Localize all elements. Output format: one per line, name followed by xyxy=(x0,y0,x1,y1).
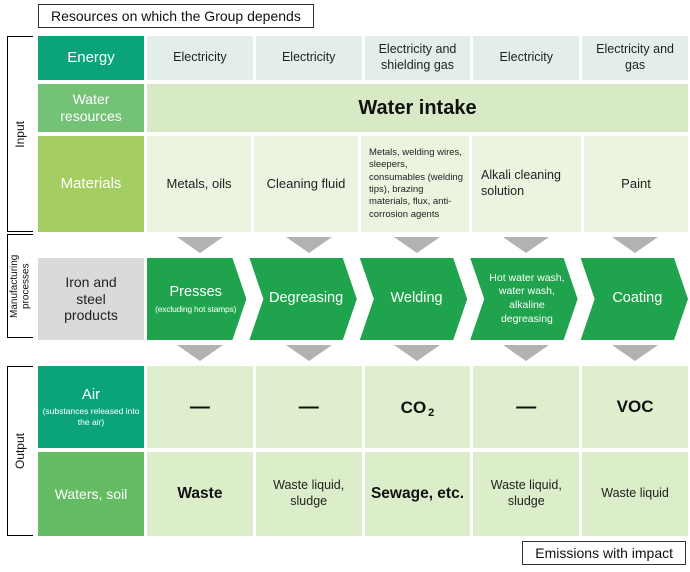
process-step-washing: Hot water wash, water wash, alkaline deg… xyxy=(470,258,577,340)
energy-cell-3: Electricity and shielding gas xyxy=(364,36,471,80)
process-step-welding: Welding xyxy=(360,258,467,340)
process-step-degreasing: Degreasing xyxy=(249,258,356,340)
waters-row: Waters, soil Waste Waste liquid, sludge … xyxy=(38,452,688,536)
input-to-process-arrows xyxy=(38,232,688,258)
down-arrow-icon xyxy=(176,237,223,253)
process-step-label: Hot water wash, water wash, alkaline deg… xyxy=(489,271,565,325)
voc-text: VOC xyxy=(616,397,654,417)
water-header: Water resources xyxy=(38,84,144,132)
air-row: Air (substances released into the air) —… xyxy=(38,366,688,448)
air-cell-2: — xyxy=(255,366,362,448)
waters-cell-5: Waste liquid xyxy=(582,452,688,536)
side-label-input-text: Input xyxy=(12,120,27,148)
process-to-output-arrows xyxy=(38,340,688,366)
air-cell-1: — xyxy=(147,366,253,448)
process-step-presses: Presses (excluding hot stamps) xyxy=(147,258,246,340)
process-step-label: Welding xyxy=(390,290,443,307)
down-arrow-icon xyxy=(394,345,441,361)
down-arrow-icon xyxy=(285,237,332,253)
down-arrow-icon xyxy=(612,237,659,253)
side-label-input: Input xyxy=(7,36,33,232)
energy-row: Energy Electricity Electricity Electrici… xyxy=(38,36,688,80)
materials-cell-5: Paint xyxy=(584,136,688,232)
waters-cell-4: Waste liquid, sludge xyxy=(473,452,580,536)
process-step-label: Presses xyxy=(169,283,222,300)
air-header-sub: (substances released into the air) xyxy=(42,405,140,427)
air-cell-voc: VOC xyxy=(582,366,688,448)
energy-cell-2: Electricity xyxy=(255,36,362,80)
waters-header: Waters, soil xyxy=(38,452,144,536)
co2-subscript: 2 xyxy=(428,406,435,419)
waters-cell-3: Sewage, etc. xyxy=(364,452,471,536)
down-arrow-icon xyxy=(285,345,332,361)
process-row: Iron and steel products Presses (excludi… xyxy=(38,258,688,340)
process-step-sublabel: (excluding hot stamps) xyxy=(155,304,237,315)
energy-header: Energy xyxy=(38,36,144,80)
air-header-title: Air xyxy=(81,385,101,403)
co2-text: CO xyxy=(400,397,427,417)
side-label-manufacturing: Manufacturing processes xyxy=(7,234,33,338)
down-arrow-icon xyxy=(176,345,223,361)
materials-cell-2: Cleaning fluid xyxy=(254,136,358,232)
top-title: Resources on which the Group depends xyxy=(38,4,314,28)
down-arrow-icon xyxy=(394,237,441,253)
air-header: Air (substances released into the air) xyxy=(38,366,144,448)
energy-cell-1: Electricity xyxy=(147,36,253,80)
energy-cell-5: Electricity and gas xyxy=(582,36,688,80)
process-step-label: Coating xyxy=(612,290,663,307)
materials-cell-1: Metals, oils xyxy=(147,136,251,232)
materials-cell-3: Metals, welding wires, sleepers, consuma… xyxy=(361,136,469,232)
process-step-label: Degreasing xyxy=(269,290,344,307)
diagram-grid: Energy Electricity Electricity Electrici… xyxy=(38,36,688,536)
side-label-output: Output xyxy=(7,366,33,536)
bottom-title: Emissions with impact xyxy=(522,541,686,565)
materials-header: Materials xyxy=(38,136,144,232)
materials-cell-4: Alkali cleaning solution xyxy=(472,136,581,232)
down-arrow-icon xyxy=(503,237,550,253)
air-cell-4: — xyxy=(473,366,580,448)
side-label-output-text: Output xyxy=(12,432,27,470)
water-row: Water resources Water intake xyxy=(38,84,688,132)
process-step-coating: Coating xyxy=(581,258,688,340)
down-arrow-icon xyxy=(503,345,550,361)
water-intake-cell: Water intake xyxy=(147,84,688,132)
down-arrow-icon xyxy=(612,345,659,361)
materials-row: Materials Metals, oils Cleaning fluid Me… xyxy=(38,136,688,232)
waters-cell-2: Waste liquid, sludge xyxy=(255,452,362,536)
energy-cell-4: Electricity xyxy=(473,36,580,80)
waters-cell-1: Waste xyxy=(147,452,253,536)
process-header: Iron and steel products xyxy=(38,258,144,340)
process-chevrons: Presses (excluding hot stamps) Degreasin… xyxy=(147,258,688,340)
side-label-manufacturing-text: Manufacturing processes xyxy=(9,254,32,318)
